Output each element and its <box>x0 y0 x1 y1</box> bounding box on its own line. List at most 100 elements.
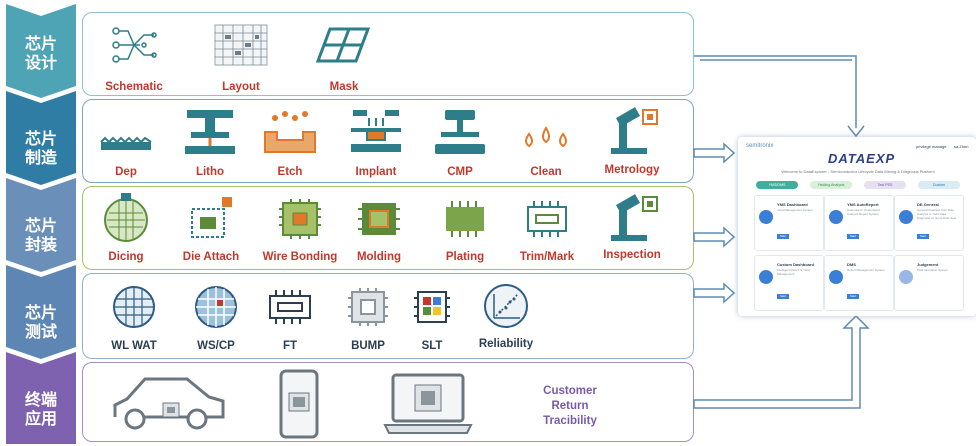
card-icon <box>829 210 843 224</box>
item-inspection: Inspection <box>587 193 677 261</box>
item-bump: BUMP <box>331 284 405 352</box>
bump-chip-icon <box>348 288 388 326</box>
card-desc: Defect Management System <box>847 268 885 272</box>
arrow-manufacturing <box>693 142 736 164</box>
card-yms-dashboard[interactable]: YMS Dashboard Yield Management System St… <box>754 195 824 251</box>
molding-icon <box>358 203 400 235</box>
item-label: Clean <box>530 166 562 178</box>
card-desc: General Interface from Raw Analysis to Y… <box>917 208 957 220</box>
wafer-sort-icon <box>195 286 237 328</box>
die-attach-icon <box>191 197 232 238</box>
stage-label-manufacturing: 芯片 制造 <box>24 129 57 167</box>
trim-mark-icon <box>527 201 567 237</box>
card-title: Custom Dashboard <box>777 262 814 267</box>
deposition-icon <box>100 136 152 150</box>
row-design: Schematic Layout Mask <box>82 12 694 96</box>
item-label: Die Attach <box>182 251 240 263</box>
card-de-general[interactable]: DE-General General Interface from Raw An… <box>894 195 964 251</box>
inspection-icon <box>611 194 658 241</box>
card-title: Judgement <box>917 262 939 267</box>
item-label: Reliability <box>478 338 534 350</box>
start-button[interactable]: Start <box>847 294 859 299</box>
stage-chevron-manufacturing: 芯片 制造 <box>6 91 76 185</box>
card-dms[interactable]: DMS Defect Management System Start <box>824 255 894 311</box>
card-title: DE-General <box>917 202 939 207</box>
stage-label-design: 芯片 设计 <box>24 34 57 72</box>
start-button[interactable]: Start <box>917 234 929 239</box>
card-title: YMS AutoReport <box>847 202 879 207</box>
row-packaging: Dicing Die Attach Wire Bonding <box>82 186 694 270</box>
item-label: Trim/Mark <box>519 251 575 263</box>
etch-icon <box>264 111 316 153</box>
item-label: Metrology <box>604 164 660 176</box>
stage-chevron-testing: 芯片 测试 <box>6 265 76 359</box>
card-judgement[interactable]: Judgement Data Operation System <box>894 255 964 311</box>
implant-icon <box>351 110 401 152</box>
item-label: Mask <box>329 81 359 93</box>
item-ft: FT <box>253 284 327 352</box>
schematic-icon <box>112 27 157 63</box>
item-lithography: Litho <box>173 108 247 178</box>
start-button[interactable]: Start <box>777 294 789 299</box>
dicing-icon <box>104 193 148 242</box>
tab-yms-dms[interactable]: YMS/DMS <box>756 181 798 189</box>
item-deposition: Dep <box>89 108 163 178</box>
tab-test-pss[interactable]: Test PSS <box>864 181 906 189</box>
card-icon <box>899 210 913 224</box>
privilege-link[interactable]: privilege manage <box>916 144 947 149</box>
item-implant: Implant <box>339 108 413 178</box>
wire-bonding-icon <box>279 199 321 239</box>
item-label: SLT <box>421 340 443 352</box>
row-manufacturing: Dep Litho Etch Implant <box>82 99 694 183</box>
item-die-attach: Die Attach <box>171 195 251 263</box>
dataexp-logo: DATAEXP <box>828 151 896 166</box>
item-label: FT <box>282 340 298 352</box>
clean-icon <box>525 126 567 148</box>
lithography-icon <box>185 110 235 154</box>
card-icon <box>759 210 773 224</box>
item-label: Plating <box>445 251 485 263</box>
start-button[interactable]: Start <box>777 234 789 239</box>
layout-icon <box>214 24 268 66</box>
ic-package-icon <box>269 290 311 324</box>
tab-yielding-analysis[interactable]: Yielding Analysis <box>810 181 852 189</box>
row-testing: WL WAT WS/CP FT BUMP <box>82 273 694 359</box>
stage-chevron-application: 终端 应用 <box>6 352 76 444</box>
card-title: YMS Dashboard <box>777 202 808 207</box>
card-yms-autoreport[interactable]: YMS AutoReport Automated / Customized An… <box>824 195 894 251</box>
cmp-icon <box>435 110 485 154</box>
start-button[interactable]: Start <box>847 234 859 239</box>
card-desc: Intelligent Defect & Yield Management <box>777 268 810 276</box>
item-label: Inspection <box>603 249 661 261</box>
item-label: Layout <box>222 81 260 93</box>
item-label: CMP <box>447 166 473 178</box>
item-molding: Molding <box>339 195 419 263</box>
card-icon <box>759 270 773 284</box>
card-title: DMS <box>847 262 856 267</box>
slt-chip-icon <box>414 291 450 323</box>
item-plating: Plating <box>425 195 505 263</box>
card-custom-dashboard[interactable]: Custom Dashboard Intelligent Defect & Yi… <box>754 255 824 311</box>
arrow-design <box>694 55 857 128</box>
item-label: Implant <box>355 166 397 178</box>
dataexp-dashboard: semitronix DATAEXP privilege manage sa.Z… <box>738 137 976 316</box>
item-cmp: CMP <box>423 108 497 178</box>
item-clean: Clean <box>509 108 583 178</box>
arrow-packaging <box>693 226 736 248</box>
metrology-icon <box>611 107 658 154</box>
item-wl-wat: WL WAT <box>97 284 171 352</box>
item-label: WS/CP <box>197 340 235 352</box>
item-label: Dicing <box>108 251 144 263</box>
item-label: Dep <box>115 166 137 178</box>
item-label: BUMP <box>351 340 385 352</box>
item-mask: Mask <box>309 23 379 93</box>
stage-label-testing: 芯片 测试 <box>24 303 57 341</box>
stage-chevron-packaging: 芯片 封装 <box>6 178 76 272</box>
card-icon <box>899 270 913 284</box>
card-icon <box>829 270 843 284</box>
stage-label-application: 终端 应用 <box>24 390 57 428</box>
user-name[interactable]: sa.Zhen <box>954 144 969 149</box>
item-etch: Etch <box>253 108 327 178</box>
tab-custom[interactable]: Custom <box>918 181 960 189</box>
